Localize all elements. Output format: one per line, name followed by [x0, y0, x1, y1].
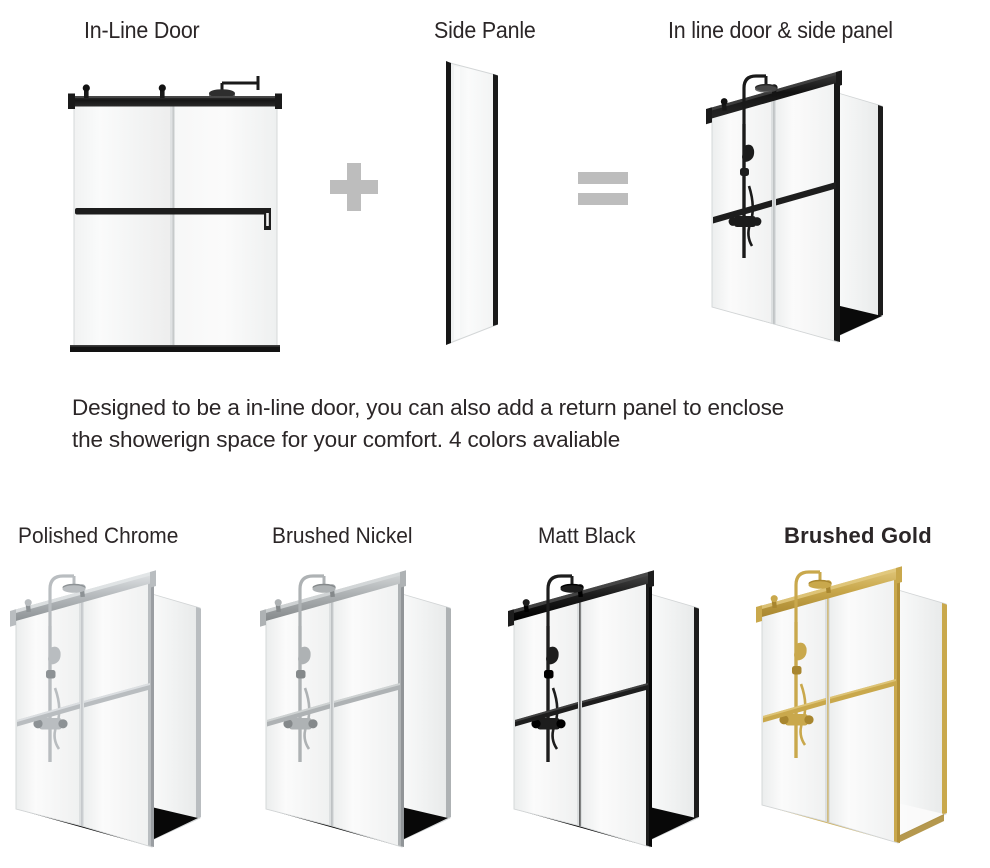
description-line-2: the showerign space for your comfort. 4 …: [72, 426, 621, 452]
mixer-valve: [289, 718, 312, 730]
front-glass-right: [827, 574, 899, 844]
bottom-rail: [70, 345, 280, 352]
hand-shower-bracket: [296, 670, 306, 679]
hand-shower-head: [742, 144, 755, 162]
finish-label-matt-black: Matt Black: [538, 523, 636, 548]
roller-assembly-right: [158, 84, 166, 98]
hand-shower-bracket: [740, 168, 749, 176]
side-panel-graphic: [440, 55, 550, 350]
shower-head-arm: [220, 76, 260, 91]
roller-left: [522, 599, 530, 613]
finish-variant-polished-chrome: [2, 556, 242, 852]
return-panel-glass: [151, 593, 201, 841]
rail-end-cap-right: [896, 566, 902, 584]
heading-combined: In line door & side panel: [668, 17, 893, 43]
glass-panel-right: [171, 100, 278, 352]
rail-end-cap-left: [10, 609, 16, 627]
heading-side-panel: Side Panle: [434, 17, 536, 43]
combined-roller-left: [720, 98, 728, 111]
rail-end-cap-left: [68, 93, 75, 109]
rail-end-cap-left: [260, 609, 266, 627]
rail-end-cap-left: [756, 605, 762, 623]
finish-variant-matt-black: [500, 556, 740, 852]
top-rail: [70, 96, 280, 107]
roller-left: [24, 599, 32, 613]
rail-end-cap-right: [275, 93, 282, 109]
finish-variant-brushed-nickel: [252, 556, 492, 852]
side-panel-frame-far: [493, 74, 498, 326]
combined-handle-right: [776, 182, 836, 206]
handle-bar-left: [75, 208, 180, 215]
rail-end-cap-right: [648, 570, 654, 588]
front-glass-right: [331, 578, 403, 848]
mixer-valve: [734, 216, 756, 227]
glass-panel-left: [73, 100, 179, 352]
mixer-valve: [39, 718, 62, 730]
return-panel-far-edge: [196, 607, 201, 819]
hand-shower-head: [298, 646, 311, 665]
roller-left: [274, 599, 282, 613]
combined-rail-cap-left: [706, 107, 712, 125]
hand-shower-head: [794, 642, 807, 661]
hand-shower-bracket: [46, 670, 56, 679]
rail-end-cap-right: [400, 570, 406, 588]
return-panel-glass: [649, 593, 699, 841]
rail-end-cap-left: [508, 609, 514, 627]
combined-handle-left: [713, 200, 772, 224]
return-panel-far-edge: [878, 105, 883, 317]
equals-operator: [578, 172, 628, 206]
description-line-1: Designed to be a in-line door, you can a…: [72, 395, 785, 420]
combined-enclosure-graphic: [700, 58, 965, 353]
finish-label-brushed-nickel: Brushed Nickel: [272, 523, 413, 548]
plus-operator: [330, 163, 378, 211]
hand-shower-head: [546, 646, 559, 665]
inline-door-graphic: [62, 55, 287, 352]
return-panel-far-edge: [942, 603, 947, 815]
roller-left: [770, 595, 778, 609]
finish-variant-brushed-gold: [748, 552, 988, 852]
hand-shower-bracket: [792, 666, 802, 675]
roller-assembly-left: [82, 84, 90, 98]
return-panel-glass: [897, 589, 947, 837]
rail-end-cap-right: [150, 570, 156, 588]
return-panel-far-edge: [694, 607, 699, 819]
corner-post: [834, 78, 840, 343]
front-glass-right: [579, 578, 651, 848]
hand-shower-bracket: [544, 670, 554, 679]
return-panel-far-edge: [446, 607, 451, 819]
mixer-valve: [785, 714, 808, 726]
return-panel-glass: [401, 593, 451, 841]
front-glass-right: [773, 78, 839, 343]
finish-label-brushed-gold: Brushed Gold: [784, 523, 932, 548]
side-panel-frame-near: [446, 61, 451, 345]
front-glass-right: [81, 578, 153, 848]
heading-inline-door: In-Line Door: [84, 17, 200, 43]
finish-label-polished-chrome: Polished Chrome: [18, 523, 179, 548]
description-text: Designed to be a in-line door, you can a…: [72, 392, 902, 456]
mixer-valve: [537, 718, 560, 730]
handle-bar-right: [174, 208, 270, 215]
combined-rail-cap-right: [836, 70, 842, 87]
hand-shower-head: [48, 646, 61, 665]
return-panel-glass: [837, 92, 883, 337]
